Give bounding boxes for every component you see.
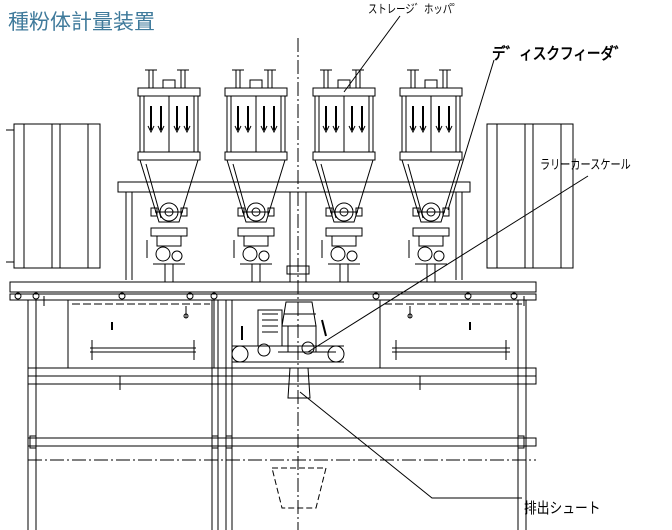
upper-support-frame (118, 182, 470, 282)
right-side-column (487, 124, 573, 268)
page-title: 種粉体計量装置 (8, 10, 155, 34)
rally-car-scale-label: ラリーカースケール (540, 158, 631, 173)
storage-hopper-unit (400, 70, 462, 282)
storage-hopper-unit (313, 70, 375, 282)
storage-hopper-group (138, 70, 462, 282)
rally-car-scale (232, 302, 344, 362)
storage-hopper-unit (138, 70, 200, 282)
lower-structure (28, 300, 536, 530)
main-deck-beam (10, 282, 536, 306)
discharge-chute-label: 排出シュート (524, 499, 601, 517)
disc-feeder-label: デ゛ィスクフィーダ゛ (492, 44, 628, 63)
left-side-column (6, 124, 100, 268)
right-weigh-box (380, 300, 526, 368)
storage-hopper-unit (225, 70, 287, 282)
discharge-chute (272, 368, 326, 508)
leader-lines (300, 16, 588, 498)
storage-hopper-label: ストレージ゛ホッパ゜ (368, 2, 462, 16)
left-weigh-box (68, 300, 214, 368)
